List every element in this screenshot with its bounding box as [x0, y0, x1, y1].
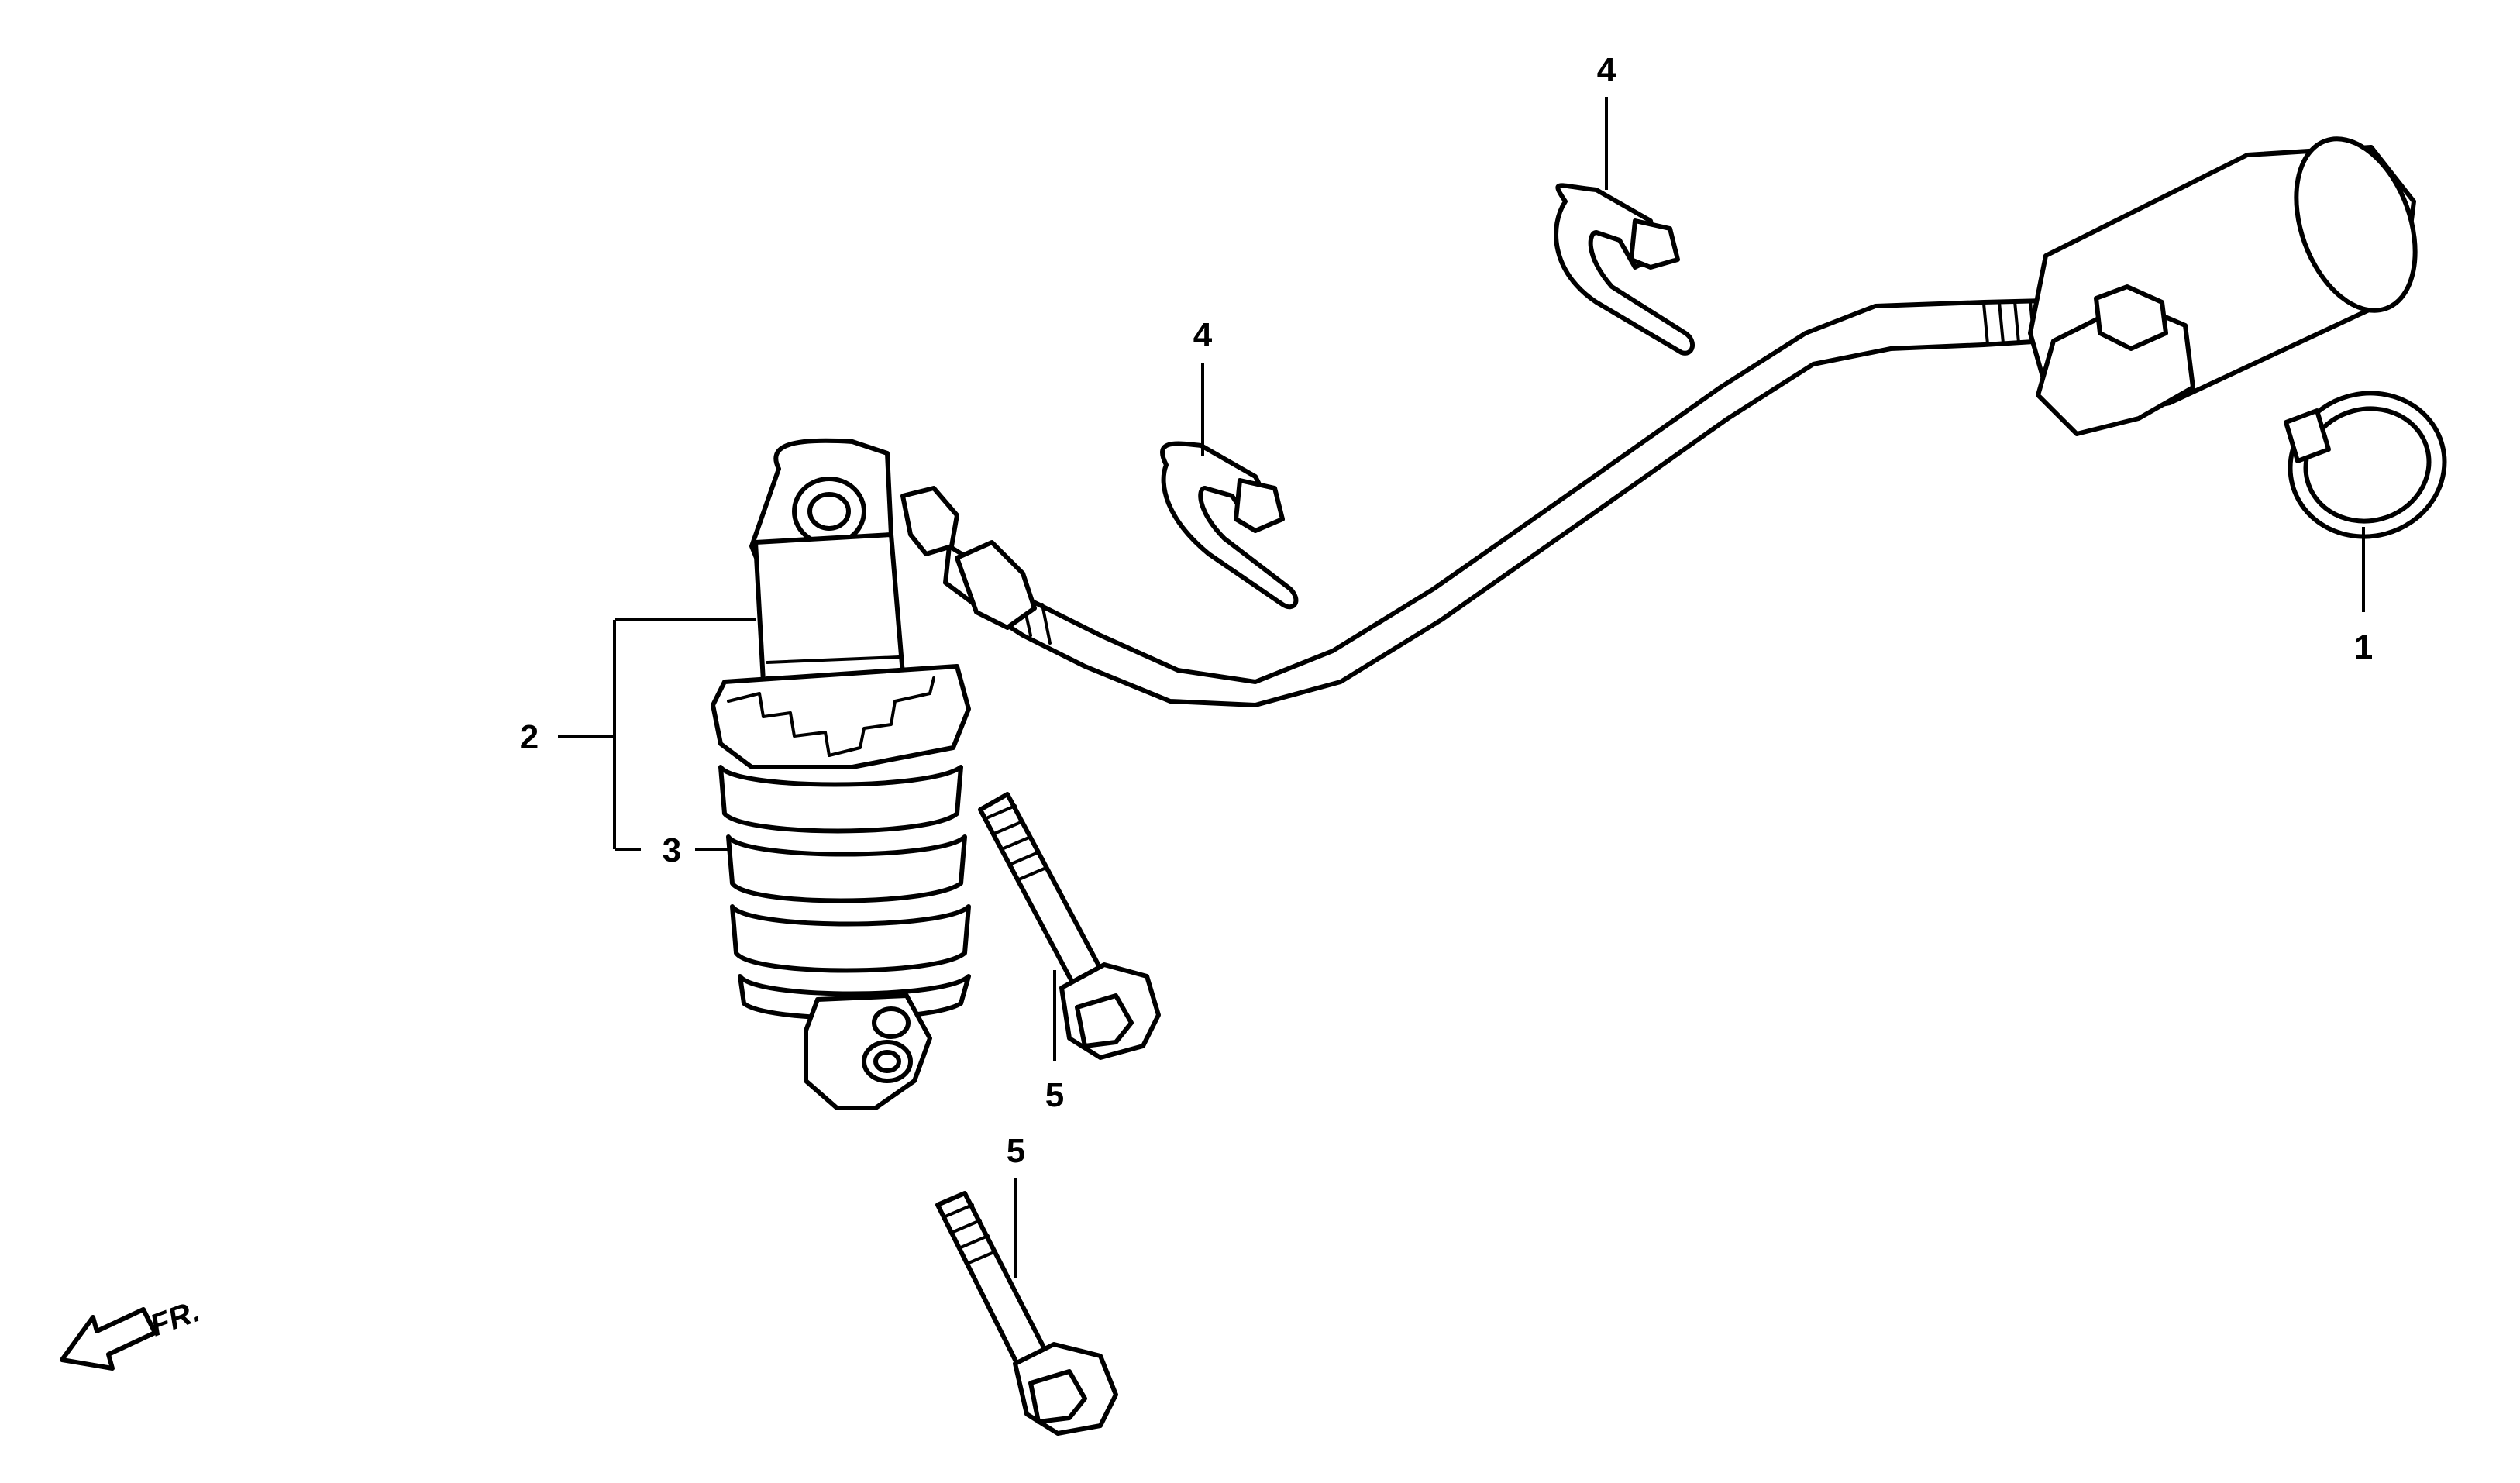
reservoir-hose [943, 298, 2048, 707]
callout-4-upper: 4 [1597, 51, 1616, 89]
leader-lines [558, 97, 2365, 1278]
band-clamp [2284, 391, 2447, 539]
callout-4-lower: 4 [1193, 316, 1213, 354]
callout-5-upper: 5 [1045, 1076, 1064, 1114]
callout-5-lower: 5 [1007, 1132, 1025, 1170]
callout-3: 3 [663, 831, 681, 869]
bolt-upper [978, 792, 1161, 1060]
bolt-lower [935, 1191, 1118, 1436]
callout-2: 2 [520, 718, 539, 756]
hose-fitting [900, 486, 1037, 630]
callout-1: 1 [2354, 628, 2373, 666]
front-label: FR. [146, 1294, 205, 1343]
hose-bracket-upper [1554, 183, 1695, 356]
hose-bracket-lower [1160, 441, 1299, 610]
front-direction-indicator: FR. [60, 1294, 205, 1371]
shock-absorber [711, 438, 971, 1110]
reservoir [2028, 136, 2418, 436]
front-arrow-icon [60, 1307, 157, 1371]
